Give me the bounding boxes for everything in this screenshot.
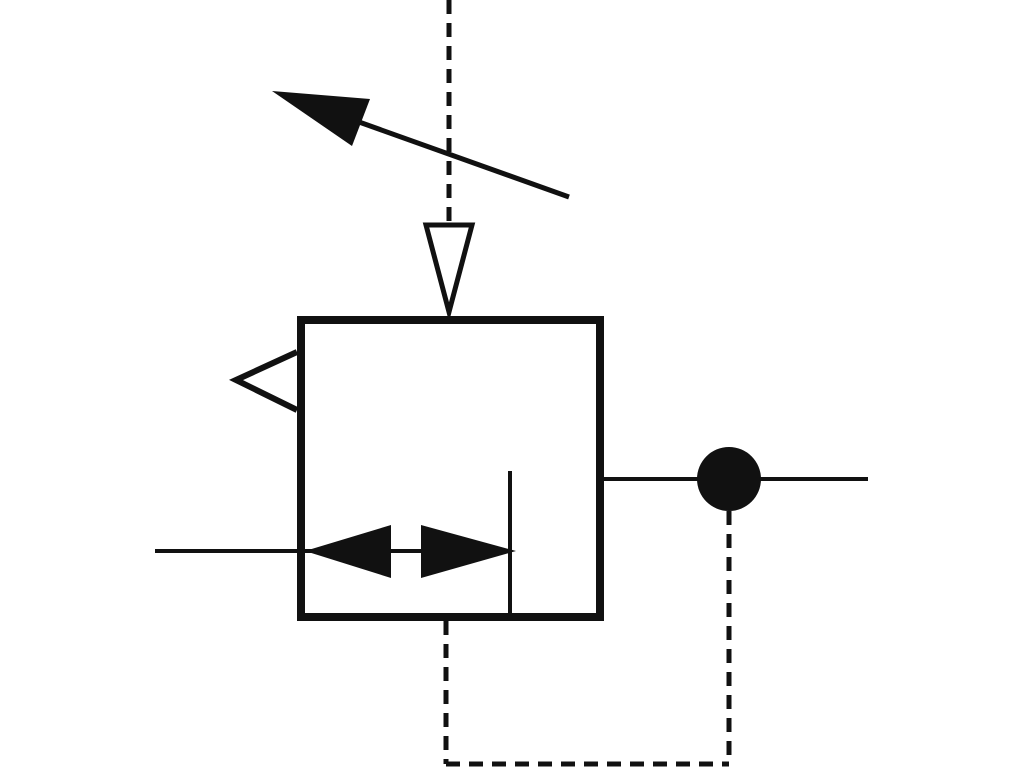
pilot-pressure-triangle — [422, 222, 476, 322]
adjustment-arrow-shaft — [344, 114, 570, 200]
adjustment-arrow-head — [272, 91, 370, 146]
relief-exhaust-triangle — [229, 349, 299, 413]
flow-arrow-right — [421, 525, 516, 578]
flow-arrow-left — [305, 525, 391, 578]
connection-junction-dot — [697, 447, 761, 511]
valve-body — [297, 316, 604, 621]
